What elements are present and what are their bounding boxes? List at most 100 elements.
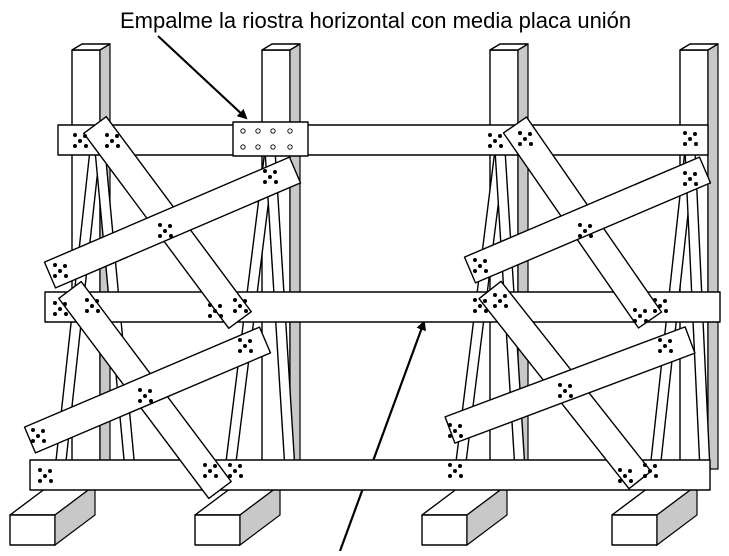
bolt-dot <box>658 304 662 308</box>
bolt-dot <box>149 399 153 403</box>
bolt-dot <box>84 144 88 148</box>
bolt-dot <box>683 171 687 175</box>
bolt-dot <box>138 388 142 392</box>
bolt-dot <box>219 314 223 318</box>
bolt-dot <box>688 177 692 181</box>
bolt-dot <box>63 264 67 268</box>
bolt-dot <box>49 479 53 483</box>
sill-block-side <box>466 483 508 547</box>
bolt-dot <box>478 304 482 308</box>
bolt-dot <box>243 299 247 303</box>
bolt-dot <box>263 180 267 184</box>
bolt-group <box>473 298 488 313</box>
bolt-dot <box>654 474 658 478</box>
bolt-dot <box>43 474 47 478</box>
vertical-post-top <box>261 43 301 51</box>
bolt-dot <box>208 469 212 473</box>
bolt-dot <box>694 182 698 186</box>
bolt-group <box>488 133 503 148</box>
bolt-dot <box>95 299 99 303</box>
bolt-dot <box>448 434 452 438</box>
bolt-dot <box>473 298 477 302</box>
bolt-group <box>683 171 698 186</box>
bolt-dot <box>148 389 152 393</box>
diagonal-brace-right-cross-upper <box>463 156 712 284</box>
bolt-dot <box>643 474 647 478</box>
bolt-dot <box>499 144 503 148</box>
bolt-group <box>658 338 673 353</box>
bolt-dot <box>116 144 120 148</box>
bolt-dot <box>498 299 502 303</box>
bolt-dot <box>578 234 582 238</box>
bolt-dot <box>53 274 57 278</box>
bolt-dot <box>633 308 637 312</box>
bolt-group <box>238 338 253 353</box>
bolt-dot <box>643 463 647 467</box>
bolt-dot <box>448 423 452 427</box>
splice-plate-hole <box>255 144 261 150</box>
splice-plate-hole <box>270 144 276 150</box>
splice-plate-hole <box>255 128 261 134</box>
bolt-dot <box>493 139 497 143</box>
splice-plate <box>232 121 309 157</box>
bolt-dot <box>143 394 147 398</box>
bolt-dot <box>213 309 217 313</box>
sill-block-side <box>239 483 281 547</box>
bolt-group <box>473 258 488 273</box>
middle-horizontal-brace <box>44 291 721 323</box>
bolt-dot <box>115 134 119 138</box>
bolt-group <box>558 383 573 398</box>
bolt-dot <box>453 429 457 433</box>
bolt-dot <box>529 142 533 146</box>
bolt-dot <box>448 463 452 467</box>
bolt-dot <box>618 479 622 483</box>
bolt-dot <box>78 139 82 143</box>
sill-block-front <box>611 514 658 546</box>
bolt-dot <box>523 137 527 141</box>
bolt-dot <box>668 339 672 343</box>
bolt-dot <box>498 134 502 138</box>
bolt-dot <box>644 319 648 323</box>
bolt-dot <box>458 464 462 468</box>
bolt-dot <box>263 169 267 173</box>
bolt-dot <box>653 298 657 302</box>
bolt-group <box>618 468 633 483</box>
bolt-dot <box>643 309 647 313</box>
bolt-dot <box>214 474 218 478</box>
sill-block-side <box>54 483 96 547</box>
bolt-dot <box>483 259 487 263</box>
bolt-dot <box>453 469 457 473</box>
bolt-group <box>448 463 463 478</box>
bolt-group <box>633 308 648 323</box>
bolt-dot <box>504 304 508 308</box>
bolt-dot <box>105 133 109 137</box>
vertical-post-top <box>71 43 111 51</box>
vertical-post-side <box>707 43 719 470</box>
bolt-dot <box>228 463 232 467</box>
bolt-dot <box>658 349 662 353</box>
splice-plate-hole <box>287 144 293 150</box>
bolt-dot <box>41 429 45 433</box>
bolt-dot <box>31 439 35 443</box>
sill-block-front <box>421 514 468 546</box>
bolt-dot <box>478 264 482 268</box>
bolt-dot <box>693 172 697 176</box>
sill-block-front <box>9 514 56 546</box>
vertical-post-top <box>679 43 719 51</box>
bolt-dot <box>138 399 142 403</box>
bolt-dot <box>623 474 627 478</box>
bolt-group <box>208 303 223 318</box>
bolt-dot <box>653 309 657 313</box>
bolt-dot <box>168 224 172 228</box>
bolt-dot <box>563 389 567 393</box>
bolt-group <box>643 463 658 478</box>
bolt-dot <box>664 309 668 313</box>
bolt-dot <box>238 304 242 308</box>
bolt-dot <box>459 474 463 478</box>
bolt-dot <box>628 469 632 473</box>
bolt-dot <box>233 309 237 313</box>
bolt-group <box>683 131 698 146</box>
bolt-dot <box>583 229 587 233</box>
bolt-dot <box>518 131 522 135</box>
